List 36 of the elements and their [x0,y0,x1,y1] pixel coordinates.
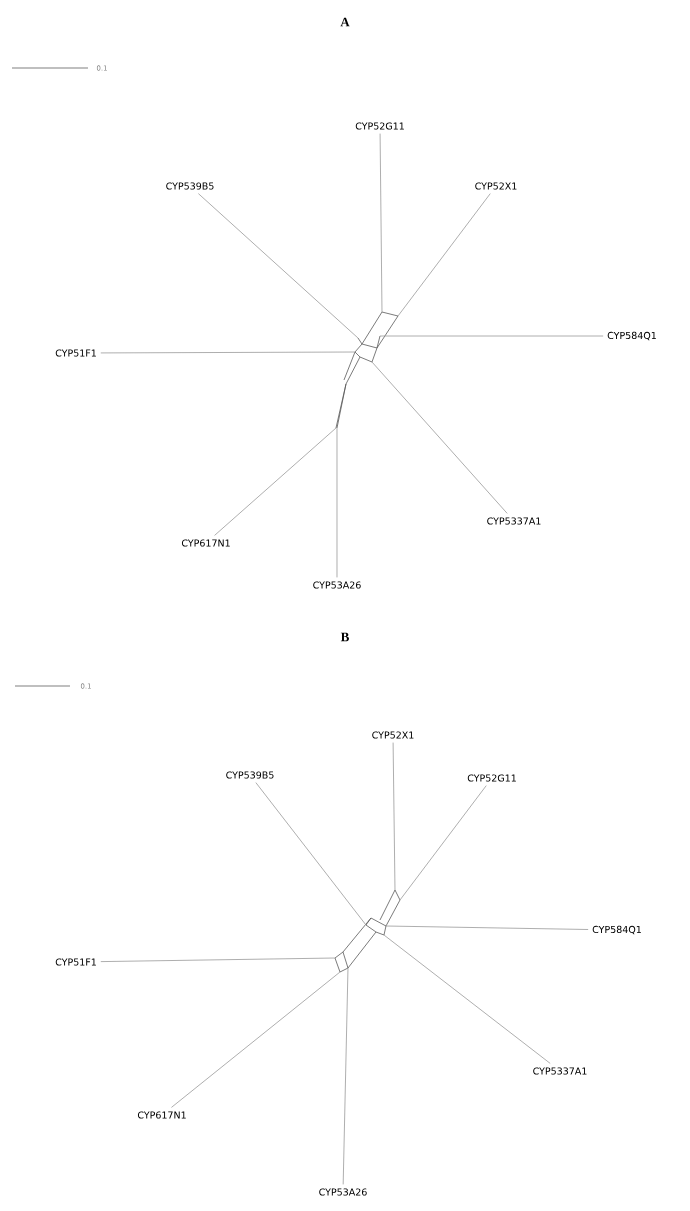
taxon-label: CYP5337A1 [487,517,541,525]
branch-line [379,133,383,313]
taxon-label: CYP51F1 [55,349,96,357]
branch-line [342,967,349,1185]
panel-title: B [340,632,349,642]
taxon-label: CYP539B5 [166,182,214,190]
branch-line [371,361,508,514]
taxon-label: CYP51F1 [55,958,96,966]
taxon-label: CYP539B5 [226,771,274,779]
taxon-label: CYP52G11 [355,122,404,130]
taxon-label: CYP617N1 [137,1111,186,1119]
branch-line [100,351,356,354]
branch-line [198,193,359,339]
branch-line [383,934,551,1064]
branch-line [392,742,396,891]
split-network-drawing [334,889,401,973]
branch-line [336,427,338,578]
branch-line [379,335,604,337]
branch-line [255,782,367,926]
branch-line [214,427,337,536]
branch-line [397,193,491,317]
panel-title: A [340,17,350,27]
taxon-label: CYP584Q1 [607,331,656,341]
taxon-label: CYP52X1 [475,182,517,190]
taxon-label: CYP53A26 [313,581,361,589]
taxon-label: CYP53A26 [319,1188,367,1196]
taxon-label: CYP52G11 [467,774,516,782]
taxon-label: CYP617N1 [181,539,230,547]
branch-line [399,785,487,901]
branch-line [100,957,336,962]
branch-line [385,925,589,930]
branch-line [171,971,341,1108]
taxon-label: CYP52X1 [372,731,414,739]
split-network-drawing [335,311,399,429]
taxon-label: CYP584Q1 [592,925,641,935]
taxon-label: CYP5337A1 [533,1067,587,1075]
